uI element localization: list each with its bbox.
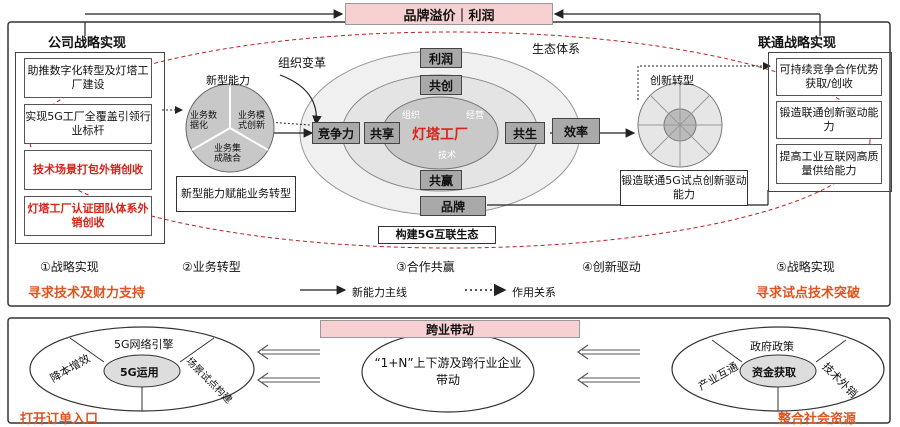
node-profit: 利润	[420, 48, 462, 68]
new-capability-seg-3: 业务集成融合	[214, 144, 242, 164]
eco-system-label: 生态体系	[532, 42, 581, 56]
core-ring-tech: 技术	[438, 151, 457, 161]
bottom-left-note: 寻求技术及财力支持	[28, 286, 146, 301]
core-ring-org: 组织	[402, 111, 421, 121]
right-panel	[768, 52, 892, 192]
circle-left-title: 5G网络引擎	[114, 338, 174, 351]
left-panel-title: 公司战略实现	[48, 36, 127, 51]
circle-mid-text: “1+N”上下游及跨行业企业带动	[374, 356, 522, 387]
new-capability-seg-1: 业务数据化	[190, 111, 218, 131]
stage-5: ⑤战略实现	[776, 260, 835, 274]
bottom-right-note: 寻求试点技术突破	[756, 286, 861, 301]
left-item-4: 灯塔工厂认证团队体系外销创收	[24, 196, 152, 236]
right-item-2: 锻造联通创新驱动能力	[776, 101, 882, 139]
legend-solid: 新能力主线	[352, 286, 407, 299]
left-item-3: 技术场景打包外销创收	[24, 150, 152, 190]
circle-right-center: 资金获取	[752, 366, 796, 379]
footer-left: 打开订单入口	[20, 412, 99, 427]
core-ring-operation: 经营	[466, 111, 485, 121]
node-efficiency: 效率	[552, 118, 600, 144]
right-panel-title: 联通战略实现	[758, 36, 837, 51]
node-win-win: 共赢	[420, 170, 462, 190]
cross-bar: 跨业带动	[320, 320, 580, 338]
core-lighthouse-factory: 灯塔工厂	[412, 127, 468, 143]
left-item-2: 实现5G工厂全覆盖引领行业标杆	[24, 104, 152, 144]
node-brand: 品牌	[420, 196, 486, 216]
stage-2: ②业务转型	[182, 260, 241, 274]
circle-left-center: 5G运用	[120, 366, 159, 379]
circle-right-title: 政府政策	[750, 340, 794, 353]
node-co-create: 共创	[420, 75, 462, 95]
right-item-3: 提高工业互联网高质量供给能力	[776, 144, 882, 184]
innovation-label: 创新转型	[650, 74, 694, 87]
center-caption: 构建5G互联生态	[378, 226, 496, 244]
stage-1: ①战略实现	[40, 260, 99, 274]
node-symbiosis: 共生	[505, 122, 545, 144]
top-bar-brand-profit: 品牌溢价｜利润	[345, 3, 553, 25]
org-change-label: 组织变革	[278, 56, 327, 70]
left-panel	[15, 52, 165, 244]
node-competitiveness: 竞争力	[312, 122, 360, 144]
new-capability-caption: 新型能力赋能业务转型	[176, 176, 296, 212]
stage-3: ③合作共赢	[396, 260, 455, 274]
node-share: 共享	[364, 122, 400, 144]
legend-dotted: 作用关系	[512, 286, 556, 299]
new-capability-seg-2: 业务模式创新	[238, 111, 266, 131]
innovation-caption: 锻造联通5G试点创新驱动能力	[620, 170, 748, 206]
footer-right: 整合社会资源	[778, 412, 857, 427]
left-item-1: 助推数字化转型及灯塔工厂建设	[24, 58, 152, 98]
stage-4: ④创新驱动	[582, 260, 641, 274]
new-capability-label: 新型能力	[206, 74, 250, 87]
right-item-1: 可持续竞争合作优势获取/创收	[776, 58, 882, 96]
